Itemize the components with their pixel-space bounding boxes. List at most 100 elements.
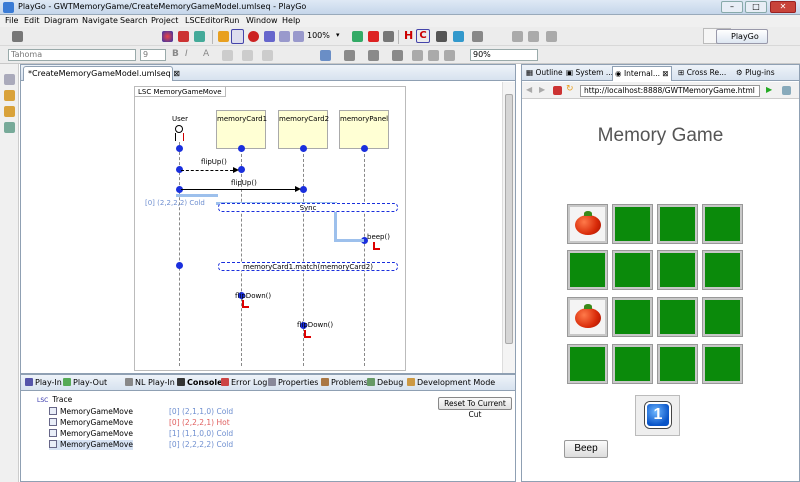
- navigator-icon[interactable]: [4, 106, 15, 117]
- card-r2c1[interactable]: [568, 251, 607, 289]
- menu-lsceditor[interactable]: LSCEditor: [185, 16, 224, 25]
- new-icon[interactable]: [12, 31, 23, 42]
- tool-icon[interactable]: [512, 31, 523, 42]
- tab-console[interactable]: Console: [177, 377, 223, 389]
- tool-icon[interactable]: [194, 31, 205, 42]
- play-icon[interactable]: [352, 31, 363, 42]
- perspective-playgo[interactable]: PlayGo: [716, 29, 768, 44]
- editor-scrollbar[interactable]: [502, 82, 515, 373]
- tab-problems[interactable]: Problems: [321, 377, 368, 389]
- event-dot[interactable]: [361, 145, 368, 152]
- italic-button[interactable]: I: [185, 49, 188, 59]
- lifeline-memorypanel[interactable]: memoryPanel: [339, 110, 389, 149]
- event-dot[interactable]: [176, 186, 183, 193]
- tab-play-out[interactable]: Play-Out: [63, 377, 107, 389]
- tool-icon[interactable]: [444, 50, 455, 61]
- condition-box[interactable]: memoryCard1.match(memoryCard2): [218, 262, 398, 271]
- menu-project[interactable]: Project: [151, 16, 179, 25]
- menu-navigate[interactable]: Navigate: [82, 16, 118, 25]
- close-icon[interactable]: ⊠: [173, 69, 180, 78]
- card-r2c2[interactable]: [613, 251, 652, 289]
- menu-help[interactable]: Help: [282, 16, 301, 25]
- stop-icon[interactable]: [553, 86, 562, 95]
- sync-bar[interactable]: Sync: [218, 203, 398, 212]
- menu-run[interactable]: Run: [224, 16, 240, 25]
- diagram-canvas[interactable]: LSC MemoryGameMove User memoryCard1 memo…: [21, 82, 501, 373]
- editor-tab[interactable]: *CreateMemoryGameModel.umlseq ⊠: [23, 66, 180, 81]
- restore-icon[interactable]: [4, 74, 15, 85]
- url-field[interactable]: http://localhost:8888/GWTMemoryGame.html: [580, 85, 760, 97]
- menu-search[interactable]: Search: [120, 16, 148, 25]
- card-r3c4[interactable]: [703, 298, 742, 336]
- card-r2c3[interactable]: [658, 251, 697, 289]
- hierarchy-icon[interactable]: [4, 122, 15, 133]
- align-icon[interactable]: [344, 50, 355, 61]
- card-r4c3[interactable]: [658, 345, 697, 383]
- message-flipdown-2[interactable]: flipDown(): [297, 321, 334, 329]
- close-icon[interactable]: ⊠: [662, 69, 669, 78]
- go-icon[interactable]: ▶: [766, 85, 773, 94]
- event-dot[interactable]: [176, 166, 183, 173]
- card-r2c4[interactable]: [703, 251, 742, 289]
- event-dot[interactable]: [300, 186, 307, 193]
- arrow-icon[interactable]: [293, 31, 304, 42]
- trace-row[interactable]: MemoryGameMove: [49, 429, 133, 439]
- menu-file[interactable]: File: [5, 16, 19, 25]
- event-dot[interactable]: [300, 322, 307, 329]
- anchor-icon[interactable]: [436, 31, 447, 42]
- hot-h-icon[interactable]: H: [404, 29, 414, 42]
- card-r4c1[interactable]: [568, 345, 607, 383]
- tool-icon[interactable]: [472, 31, 483, 42]
- zoom-combo[interactable]: 90%: [470, 49, 538, 61]
- tab-properties[interactable]: Properties: [268, 377, 318, 389]
- chevron-down-icon[interactable]: ▾: [336, 31, 340, 39]
- back-icon[interactable]: ◀: [526, 85, 533, 94]
- refresh-icon[interactable]: ↻: [566, 84, 574, 94]
- tool-icon[interactable]: [528, 31, 539, 42]
- card-r1c2[interactable]: [613, 205, 652, 243]
- tab-system[interactable]: ▣ System ...: [564, 66, 615, 81]
- tab-nl-play-in[interactable]: NL Play-In: [125, 377, 175, 389]
- tab-outline[interactable]: ▦ Outline: [524, 66, 565, 81]
- tab-error-log[interactable]: Error Log: [221, 377, 267, 389]
- distribute-icon[interactable]: [368, 50, 379, 61]
- card-r3c1[interactable]: [568, 298, 607, 336]
- tool-icon[interactable]: [546, 31, 557, 42]
- event-dot[interactable]: [176, 262, 183, 269]
- menu-diagram[interactable]: Diagram: [44, 16, 79, 25]
- tab-debug[interactable]: Debug: [367, 377, 403, 389]
- card-r4c4[interactable]: [703, 345, 742, 383]
- step-icon[interactable]: [383, 31, 394, 42]
- card-r1c1[interactable]: [568, 205, 607, 243]
- reset-to-current-cut-button[interactable]: Reset To Current Cut: [438, 397, 512, 419]
- card-r1c4[interactable]: [703, 205, 742, 243]
- close-button[interactable]: ✕: [770, 1, 796, 13]
- box-icon[interactable]: [453, 31, 464, 42]
- message-flipup-1[interactable]: flipUp(): [201, 158, 227, 166]
- tab-development-mode[interactable]: Development Mode: [407, 377, 495, 389]
- pointer-icon[interactable]: [231, 29, 244, 44]
- trace-row[interactable]: MemoryGameMove: [49, 418, 133, 428]
- arrow-icon[interactable]: [279, 31, 290, 42]
- card-r1c3[interactable]: [658, 205, 697, 243]
- route-icon[interactable]: [412, 50, 423, 61]
- font-size-combo[interactable]: 9: [140, 49, 166, 61]
- trace-row[interactable]: MemoryGameMove: [49, 407, 133, 417]
- globe-icon[interactable]: [162, 31, 173, 42]
- maximize-button[interactable]: □: [745, 1, 767, 13]
- tab-play-in[interactable]: Play-In: [25, 377, 62, 389]
- card-r4c2[interactable]: [613, 345, 652, 383]
- card-r3c2[interactable]: [613, 298, 652, 336]
- event-dot[interactable]: [238, 145, 245, 152]
- cold-c-icon[interactable]: C: [416, 29, 430, 43]
- line-icon[interactable]: [242, 50, 253, 61]
- message-flipup-2[interactable]: flipUp(): [231, 179, 257, 187]
- event-dot[interactable]: [176, 145, 183, 152]
- bold-button[interactable]: B: [172, 49, 179, 59]
- event-dot[interactable]: [238, 166, 245, 173]
- event-dot[interactable]: [238, 292, 245, 299]
- pen-icon[interactable]: [218, 31, 229, 42]
- message-flipdown-1[interactable]: flipDown(): [235, 292, 272, 300]
- tab-plugins[interactable]: ⚙ Plug-ins: [734, 66, 777, 81]
